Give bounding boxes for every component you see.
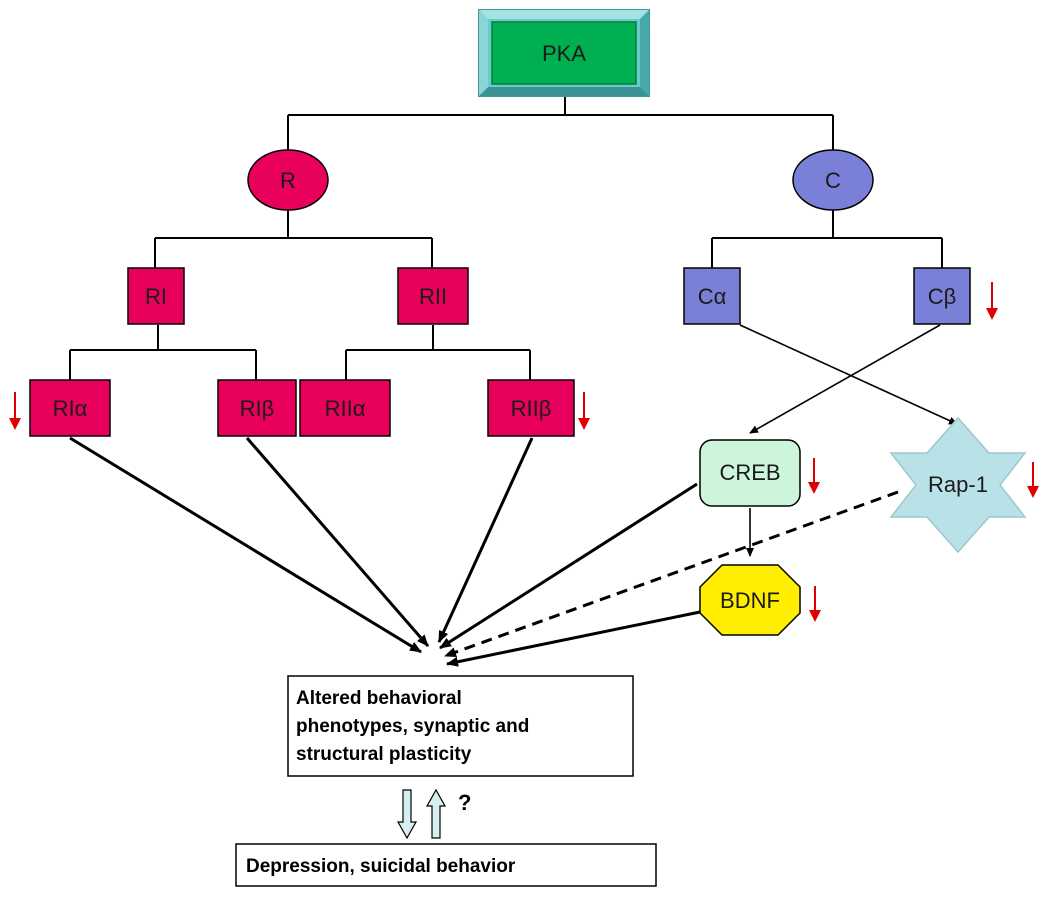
c-node: C — [792, 149, 874, 211]
ri-beta-node: RIβ — [217, 379, 297, 437]
rii-beta-label: RIIβ — [511, 396, 552, 421]
outcome-arrows — [69, 436, 899, 667]
rii-alpha-label: RIIα — [325, 396, 366, 421]
rii-beta-node: RIIβ — [487, 379, 575, 437]
outcome-box: Altered behavioral phenotypes, synaptic … — [287, 675, 634, 777]
c-alpha-label: Cα — [698, 284, 727, 309]
outcome-line-2: phenotypes, synaptic and — [296, 716, 529, 737]
bidirectional-arrows — [396, 788, 447, 840]
final-box: Depression, suicidal behavior — [235, 843, 657, 887]
hollow-down-arrow-icon — [396, 789, 418, 840]
ri-alpha-node: RIα — [29, 379, 111, 437]
r-label: R — [280, 168, 296, 193]
c-label: C — [825, 168, 841, 193]
red-down-arrow-icon — [578, 392, 590, 430]
r-node: R — [247, 149, 329, 211]
red-down-arrow-icon — [9, 392, 21, 430]
hollow-up-arrow-icon — [425, 788, 447, 839]
rap1-node: Rap-1 — [889, 416, 1027, 554]
ri-alpha-label: RIα — [53, 396, 88, 421]
pka-label: PKA — [542, 41, 586, 66]
ri-node: RI — [127, 267, 185, 325]
rii-node: RII — [397, 267, 469, 325]
creb-node: CREB — [699, 439, 801, 507]
rap1-label: Rap-1 — [928, 472, 988, 497]
c-beta-node: Cβ — [913, 267, 971, 325]
c-subunit-arrows — [739, 324, 958, 557]
red-down-arrow-icon — [808, 458, 820, 494]
outcome-line-1: Altered behavioral — [296, 688, 462, 709]
tree-connectors — [69, 97, 943, 380]
creb-label: CREB — [719, 460, 780, 485]
final-label: Depression, suicidal behavior — [246, 856, 516, 877]
rii-alpha-node: RIIα — [299, 379, 391, 437]
bdnf-label: BDNF — [720, 588, 780, 613]
red-down-arrow-icon — [809, 586, 821, 622]
question-mark: ? — [458, 790, 471, 815]
bdnf-node: BDNF — [699, 564, 801, 636]
rii-label: RII — [419, 284, 447, 309]
c-alpha-node: Cα — [683, 267, 741, 325]
c-beta-label: Cβ — [928, 284, 957, 309]
ri-label: RI — [145, 284, 167, 309]
pka-node: PKA — [478, 9, 650, 97]
ri-beta-label: RIβ — [240, 396, 275, 421]
red-down-arrow-icon — [986, 282, 998, 320]
red-down-arrow-icon — [1027, 462, 1039, 498]
outcome-line-3: structural plasticity — [296, 744, 472, 765]
red-down-arrow-icons — [9, 282, 1039, 622]
